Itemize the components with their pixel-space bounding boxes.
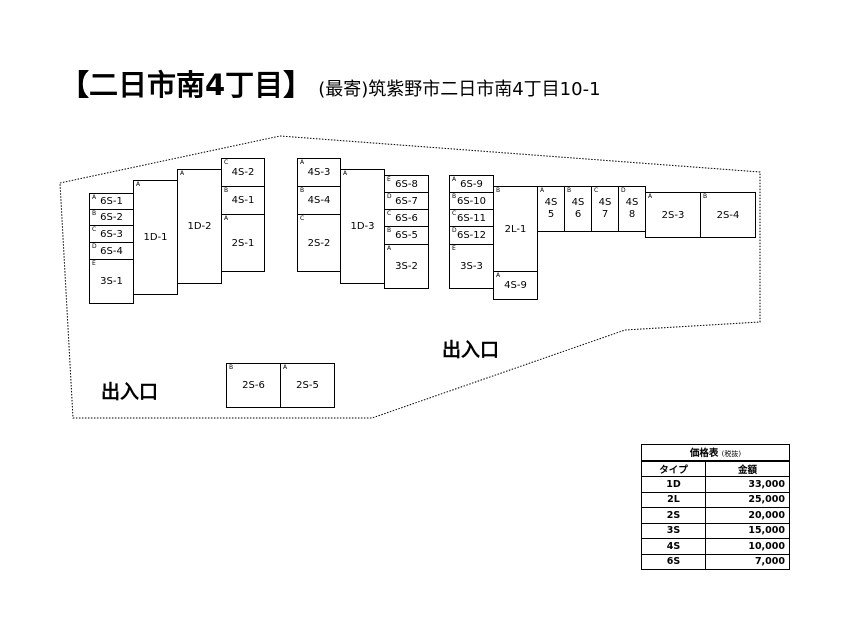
header-type: タイプ [641, 460, 706, 477]
header-price: 金額 [705, 460, 790, 477]
site-address: (最寄)筑紫野市二日市南4丁目10-1 [318, 79, 601, 100]
page-title: 【二日市南4丁目】 (最寄)筑紫野市二日市南4丁目10-1 [60, 62, 601, 104]
price-table-caption: 価格表 (税抜) [641, 444, 790, 462]
entrance-label-right: 出入口 [442, 339, 500, 361]
site-name: 【二日市南4丁目】 [60, 68, 313, 102]
entrance-label-left: 出入口 [101, 381, 159, 403]
